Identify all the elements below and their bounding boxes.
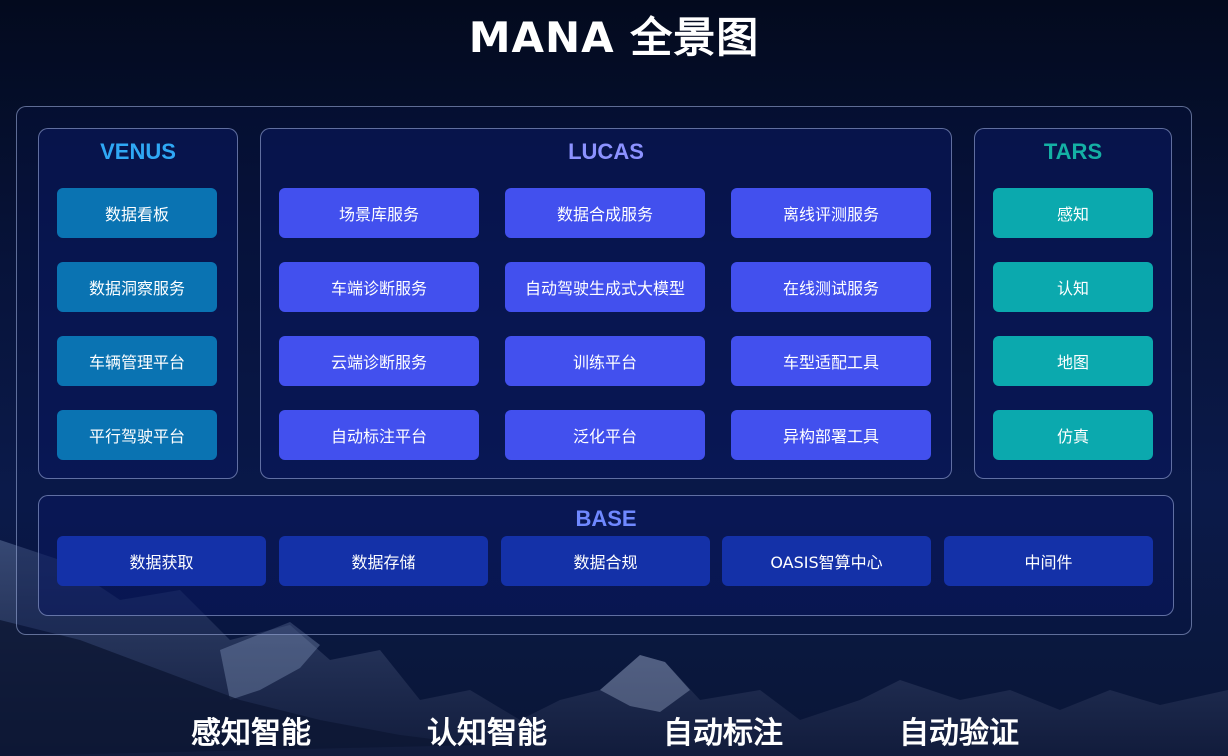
venus-item-dashboard[interactable]: 数据看板: [57, 188, 217, 238]
lucas-item-vehicle-diagnosis[interactable]: 车端诊断服务: [279, 262, 479, 312]
tars-item-perception[interactable]: 感知: [993, 188, 1153, 238]
lucas-item-cloud-diagnosis[interactable]: 云端诊断服务: [279, 336, 479, 386]
base-item-data-acquisition[interactable]: 数据获取: [57, 536, 266, 586]
tars-item-cognition[interactable]: 认知: [993, 262, 1153, 312]
tars-panel: TARS 感知 认知 地图 仿真: [974, 128, 1172, 479]
caption-perception-intelligence: 感知智能: [191, 716, 311, 751]
lucas-item-online-test[interactable]: 在线测试服务: [731, 262, 931, 312]
caption-auto-labeling: 自动标注: [663, 716, 783, 751]
base-item-data-storage[interactable]: 数据存储: [279, 536, 488, 586]
lucas-item-hetero-deploy[interactable]: 异构部署工具: [731, 410, 931, 460]
base-item-middleware[interactable]: 中间件: [944, 536, 1153, 586]
venus-title: VENUS: [100, 139, 176, 164]
base-title: BASE: [575, 506, 637, 531]
venus-item-parallel-driving[interactable]: 平行驾驶平台: [57, 410, 217, 460]
venus-item-vehicle-mgmt[interactable]: 车辆管理平台: [57, 336, 217, 386]
page-title: MANA 全景图: [468, 13, 760, 62]
lucas-item-model-adapt[interactable]: 车型适配工具: [731, 336, 931, 386]
lucas-item-data-synthesis[interactable]: 数据合成服务: [505, 188, 705, 238]
venus-item-insight[interactable]: 数据洞察服务: [57, 262, 217, 312]
venus-panel: VENUS 数据看板 数据洞察服务 车辆管理平台 平行驾驶平台: [38, 128, 238, 479]
lucas-item-generalization[interactable]: 泛化平台: [505, 410, 705, 460]
lucas-item-scene-library[interactable]: 场景库服务: [279, 188, 479, 238]
lucas-title: LUCAS: [568, 139, 644, 164]
lucas-item-offline-eval[interactable]: 离线评测服务: [731, 188, 931, 238]
lucas-panel: LUCAS 场景库服务 数据合成服务 离线评测服务 车端诊断服务 自动驾驶生成式…: [260, 128, 952, 479]
tars-item-map[interactable]: 地图: [993, 336, 1153, 386]
tars-title: TARS: [1043, 139, 1103, 164]
base-item-data-compliance[interactable]: 数据合规: [501, 536, 710, 586]
lucas-item-auto-label[interactable]: 自动标注平台: [279, 410, 479, 460]
lucas-item-training[interactable]: 训练平台: [505, 336, 705, 386]
base-item-oasis[interactable]: OASIS智算中心: [722, 536, 931, 586]
caption-auto-validation: 自动验证: [899, 716, 1019, 751]
caption-cognition-intelligence: 认知智能: [427, 716, 547, 751]
base-panel: BASE 数据获取 数据存储 数据合规 OASIS智算中心 中间件: [38, 495, 1174, 616]
tars-item-simulation[interactable]: 仿真: [993, 410, 1153, 460]
lucas-item-gen-model[interactable]: 自动驾驶生成式大模型: [505, 262, 705, 312]
